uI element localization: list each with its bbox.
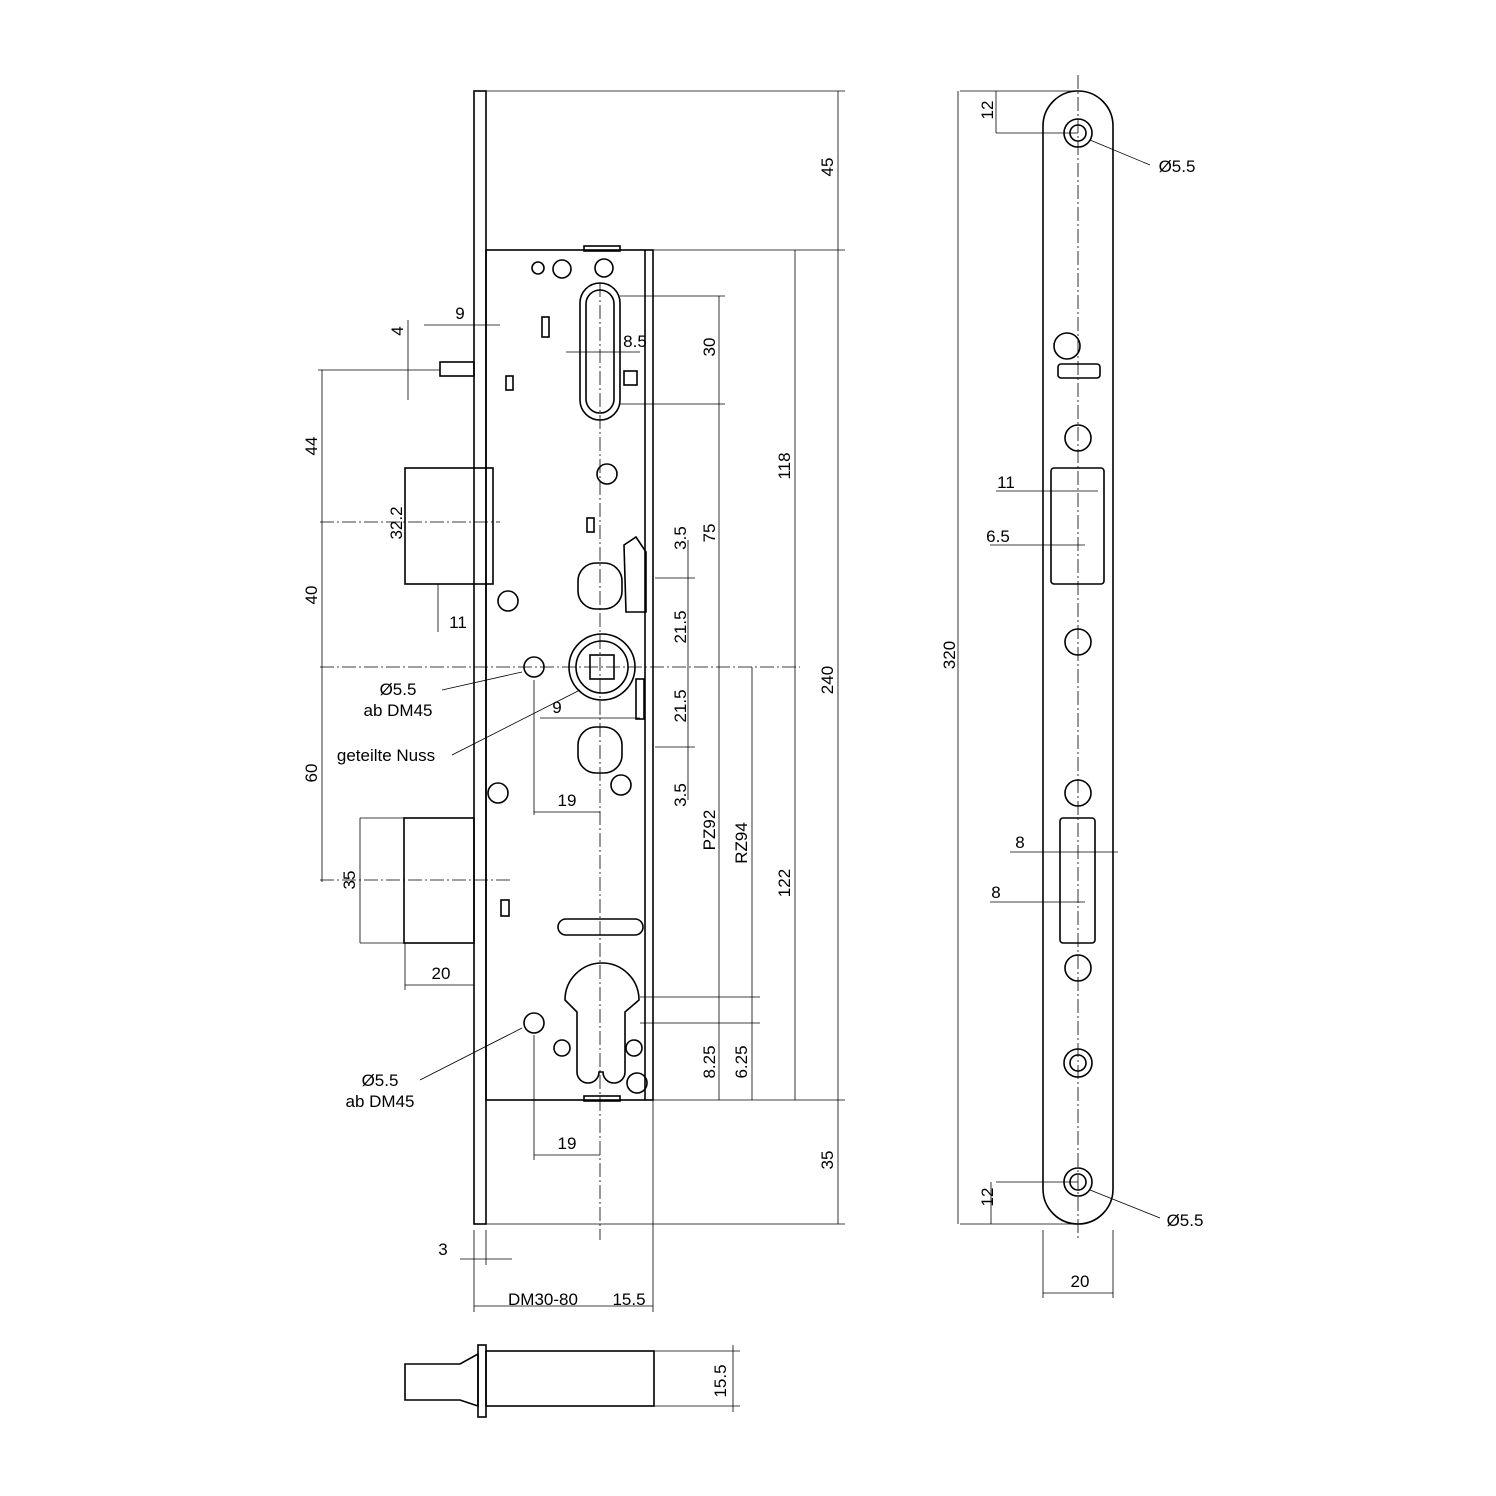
dim-122: 122	[775, 869, 794, 897]
dim-40: 40	[302, 586, 321, 605]
dim-8-25: 8.25	[700, 1045, 719, 1078]
cylinder-cutout	[564, 962, 640, 1084]
note-hole-bottom-sub: ab DM45	[346, 1092, 415, 1111]
dim-44: 44	[302, 437, 321, 456]
note-hole-top-sub: ab DM45	[364, 701, 433, 720]
dim-11: 11	[449, 613, 467, 632]
front-view: 45 9 4 8.5 30 44 118 32.2 3.5 75 40 11 2…	[302, 90, 845, 1312]
dim-backset: DM30-80	[508, 1290, 578, 1309]
dim-3: 3	[438, 1240, 447, 1259]
dim-240: 240	[818, 666, 837, 694]
hole-bottom	[523, 1012, 545, 1034]
dim-19-bottom: 19	[558, 1134, 577, 1153]
fp-dim-12-top: 12	[978, 101, 997, 120]
fp-dim-320: 320	[940, 641, 959, 669]
fp-hole-top: Ø5.5	[1159, 157, 1196, 176]
faceplate-view: 12 Ø5.5 11 6.5 320 8 8 12 Ø5.5 20	[940, 75, 1203, 1298]
dim-3-5-top: 3.5	[671, 526, 690, 550]
fp-dim-20: 20	[1071, 1272, 1090, 1291]
faceplate-side	[473, 90, 487, 1225]
dim-21-5-bottom: 21.5	[671, 689, 690, 722]
dim-30: 30	[700, 338, 719, 357]
dim-19-top: 19	[558, 791, 577, 810]
fp-hole-bottom: Ø5.5	[1167, 1211, 1204, 1230]
latch-opening	[1050, 467, 1105, 585]
dim-15-5: 15.5	[612, 1290, 645, 1309]
dim-9-latch: 9	[455, 304, 464, 323]
dim-35-bolt: 35	[340, 871, 359, 890]
fp-dim-8-b: 8	[991, 883, 1000, 902]
latch-bolt	[404, 467, 494, 585]
dim-32-2: 32.2	[387, 506, 406, 539]
dimension-labels: 45 9 4 8.5 30 44 118 32.2 3.5 75 40 11 2…	[302, 158, 837, 1309]
dim-35-bottom: 35	[818, 1151, 837, 1170]
fp-dim-8-a: 8	[1015, 833, 1024, 852]
dim-8-5: 8.5	[623, 332, 647, 351]
note-hole-bottom: Ø5.5	[362, 1071, 399, 1090]
dim-6-25: 6.25	[732, 1045, 751, 1078]
dim-45: 45	[818, 158, 837, 177]
dim-118: 118	[775, 452, 794, 479]
spring-part	[623, 535, 647, 613]
lever	[557, 918, 644, 936]
fp-dim-6-5: 6.5	[986, 527, 1010, 546]
dim-21-5-top: 21.5	[671, 610, 690, 643]
fp-dim-12-bottom: 12	[978, 1188, 997, 1207]
note-nut: geteilte Nuss	[337, 746, 435, 765]
dim-75: 75	[700, 524, 719, 543]
anti-friction-pin	[439, 361, 475, 377]
dim-pz92: PZ92	[700, 810, 719, 851]
dim-4: 4	[388, 326, 407, 335]
bolt-opening	[1059, 817, 1096, 944]
dim-9-nut: 9	[552, 698, 561, 717]
dim-bottom-15-5: 15.5	[711, 1364, 730, 1397]
fp-dim-11: 11	[997, 473, 1015, 492]
screw-icons-faceplate	[1053, 332, 1092, 982]
dim-3-5-bottom: 3.5	[671, 783, 690, 807]
dim-rz94: RZ94	[732, 822, 751, 864]
bottom-view: 15.5	[404, 1344, 740, 1418]
dim-20: 20	[432, 964, 451, 983]
screw-icons	[487, 258, 648, 1094]
dead-bolt	[403, 817, 475, 944]
note-hole-top: Ø5.5	[380, 680, 417, 699]
dim-60: 60	[302, 764, 321, 783]
dimension-lines	[318, 90, 845, 1312]
